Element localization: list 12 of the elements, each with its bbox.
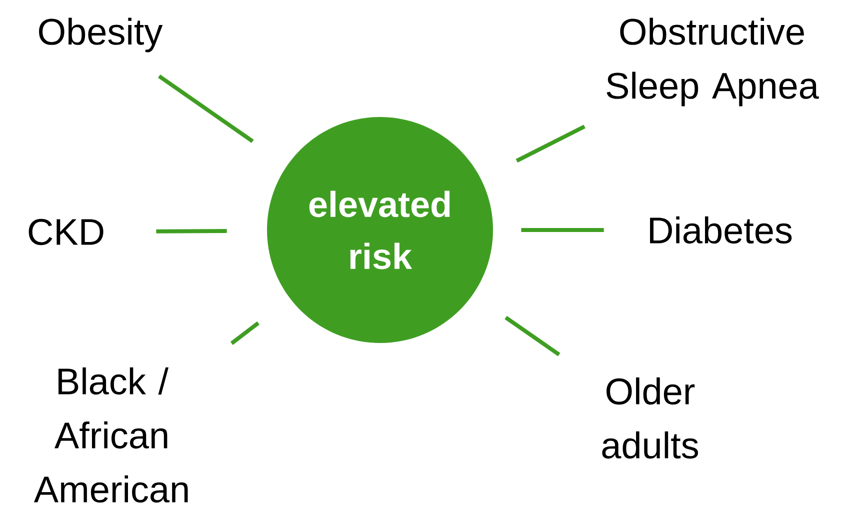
condition-label: Black / African American xyxy=(34,367,188,503)
connector-line xyxy=(158,74,254,143)
connector-line xyxy=(521,228,604,232)
connector-line xyxy=(504,316,560,356)
condition-label: Obesity xyxy=(39,18,163,52)
connector-line xyxy=(156,228,227,234)
condition-label: Obstructive Sleep Apnea xyxy=(606,18,819,106)
condition-label: Older adults xyxy=(602,377,698,459)
connector-line xyxy=(230,321,260,345)
condition-label: CKD xyxy=(28,218,104,246)
connector-line xyxy=(516,124,586,163)
condition-label: Diabetes xyxy=(650,216,792,244)
